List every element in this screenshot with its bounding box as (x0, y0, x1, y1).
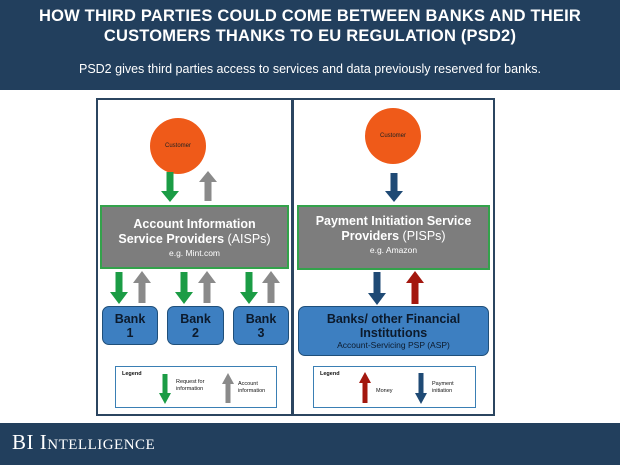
header-banner (0, 0, 620, 90)
arrow-down-icon (385, 173, 403, 202)
customer-circle-right: Customer (365, 108, 421, 164)
pisp-title-line2: Providers (341, 229, 400, 243)
arrow-up-icon (262, 271, 280, 303)
bank-number: 1 (126, 326, 134, 340)
pisp-title-line1: Payment Initiation Service (315, 214, 472, 228)
arrow-up-icon (406, 271, 424, 304)
banks-subtitle: Account-Servicing PSP (ASP) (337, 340, 450, 350)
aisp-title-line1: Account Information (133, 217, 256, 231)
bank-label: Bank (180, 312, 211, 326)
page-subtitle: PSD2 gives third parties access to servi… (78, 62, 542, 76)
customer-label: Customer (379, 133, 406, 139)
pisp-box: Payment Initiation Service Providers (PI… (297, 205, 490, 270)
arrow-up-icon (359, 372, 371, 403)
aisp-abbr: (AISPs) (224, 232, 271, 246)
brand-logo: BI Intelligence (12, 430, 156, 454)
arrow-up-icon (222, 373, 234, 403)
legend-payment-label: Payment initiation (432, 381, 454, 394)
bank-3-box: Bank 3 (233, 306, 289, 345)
arrow-up-icon (198, 271, 216, 303)
pisp-example: e.g. Amazon (369, 245, 418, 255)
arrow-down-icon (110, 272, 128, 304)
aisp-title-line2: Service Providers (118, 232, 225, 246)
page-title: HOW THIRD PARTIES COULD COME BETWEEN BAN… (38, 7, 582, 45)
arrow-down-icon (161, 172, 179, 202)
bank-2-box: Bank 2 (167, 306, 224, 345)
bank-number: 3 (257, 326, 265, 340)
arrow-up-icon (199, 171, 217, 201)
bank-label: Bank (245, 312, 277, 326)
arrow-down-icon (159, 374, 171, 404)
arrow-down-icon (175, 272, 193, 304)
legend-account-label: Account information (238, 381, 266, 394)
bank-number: 2 (192, 326, 199, 340)
bank-1-box: Bank 1 (102, 306, 158, 345)
aisp-box: Account Information Service Providers (A… (100, 205, 289, 269)
legend-title: Legend (122, 371, 142, 377)
legend-request-label: Request for information (176, 379, 205, 392)
arrow-down-icon (415, 373, 427, 404)
arrow-up-icon (133, 271, 151, 303)
banks-line2: Institutions (359, 326, 428, 340)
footer-bar (0, 423, 620, 465)
aisp-example: e.g. Mint.com (168, 248, 221, 258)
banks-institutions-box: Banks/ other Financial Institutions Acco… (298, 306, 489, 356)
pisp-abbr: (PISPs) (399, 229, 446, 243)
customer-circle-left: Customer (150, 118, 206, 174)
arrow-down-icon (240, 272, 258, 304)
banks-line1: Banks/ other Financial (326, 312, 461, 326)
bank-label: Bank (114, 312, 146, 326)
legend-right: Legend Money Payment initiation (313, 366, 476, 408)
customer-label: Customer (164, 143, 191, 149)
legend-left: Legend Request for information Account i… (115, 366, 277, 408)
legend-money-label: Money (376, 388, 393, 394)
arrow-down-icon (368, 272, 386, 305)
legend-title: Legend (320, 371, 340, 377)
